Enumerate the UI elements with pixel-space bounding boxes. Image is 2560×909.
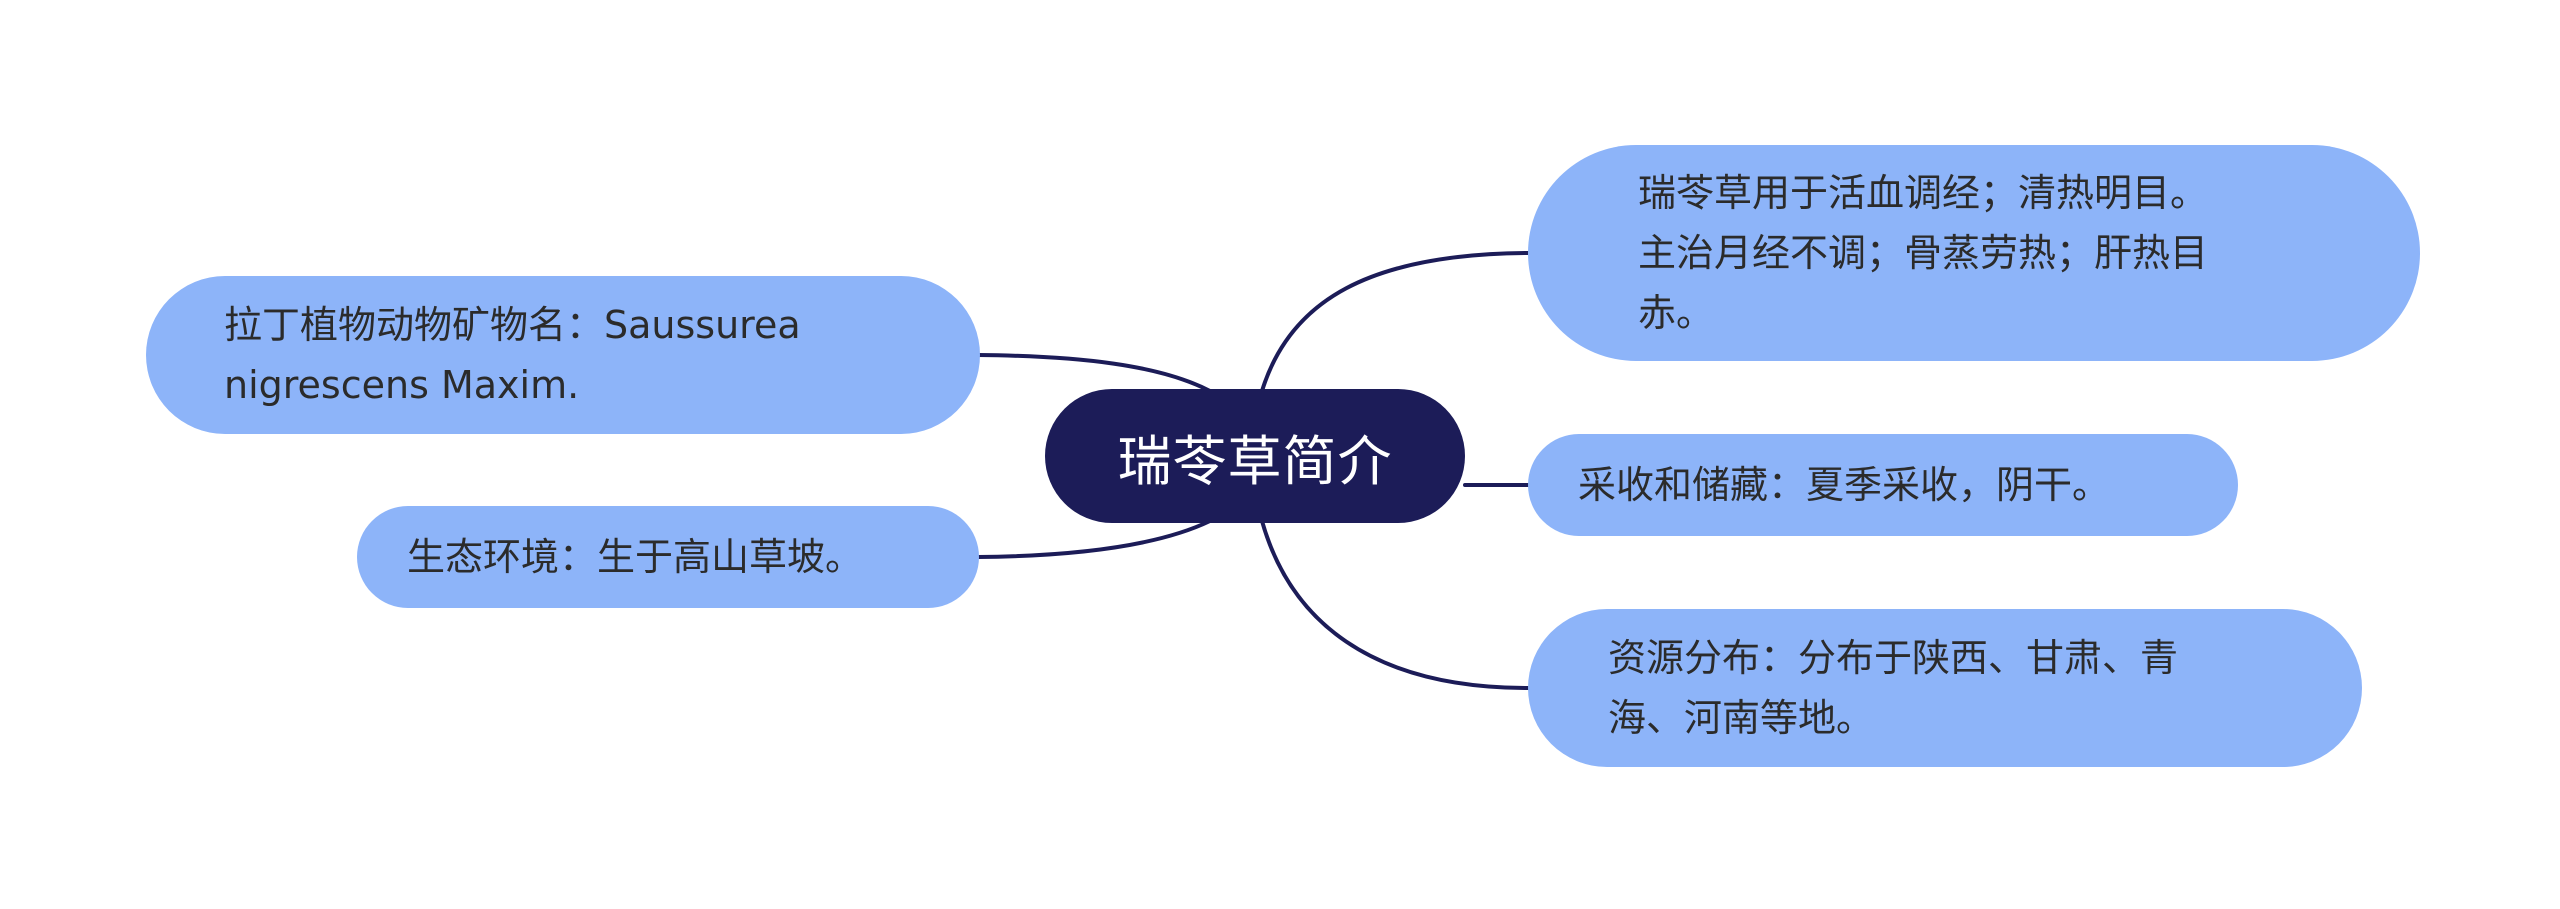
connector-resource — [1260, 519, 1530, 690]
branch-label-ecology: 生态环境：生于高山草坡。 — [407, 535, 864, 579]
connector-ecology — [976, 519, 1212, 559]
central-topic-node[interactable]: 瑞苓草简介 — [1045, 389, 1465, 523]
branch-node-harvest[interactable]: 采收和储藏：夏季采收，阴干。 — [1528, 434, 2238, 536]
connector-usage — [1260, 251, 1530, 393]
branch-label-usage: 瑞苓草用于活血调经；清热明目。 主治月经不调；骨蒸劳热；肝热目 赤。 — [1638, 171, 2209, 335]
branch-label-latin-name: 拉丁植物动物矿物名：Saussurea nigrescens Maxim. — [224, 303, 801, 407]
central-topic-label: 瑞苓草简介 — [1117, 429, 1393, 493]
connector-latin — [976, 353, 1212, 393]
branch-label-harvest: 采收和储藏：夏季采收，阴干。 — [1578, 463, 2111, 507]
branch-node-ecology[interactable]: 生态环境：生于高山草坡。 — [357, 506, 979, 608]
branch-node-latin-name[interactable]: 拉丁植物动物矿物名：Saussurea nigrescens Maxim. — [146, 276, 980, 434]
branch-label-resource: 资源分布：分布于陕西、甘肃、青 海、河南等地。 — [1608, 636, 2179, 740]
branch-node-resource[interactable]: 资源分布：分布于陕西、甘肃、青 海、河南等地。 — [1528, 609, 2362, 767]
branch-node-usage[interactable]: 瑞苓草用于活血调经；清热明目。 主治月经不调；骨蒸劳热；肝热目 赤。 — [1528, 145, 2420, 361]
